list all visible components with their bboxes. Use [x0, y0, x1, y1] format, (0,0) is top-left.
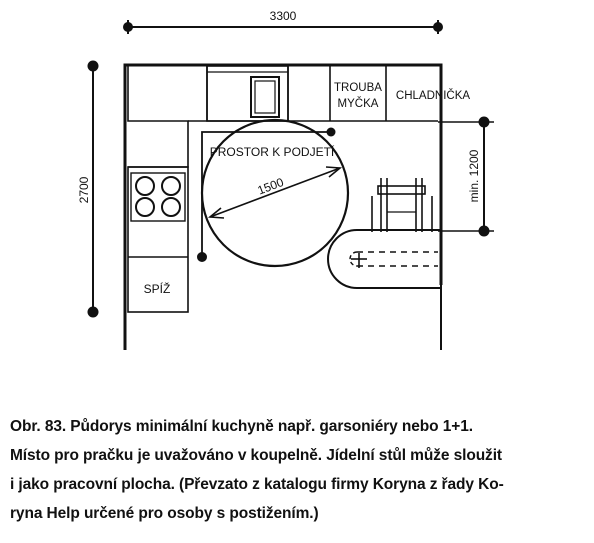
caption-line-1: Obr. 83. Půdorys minimální kuchyně např.… — [10, 418, 473, 435]
kitchen-floor-plan: 3300 2700 min. 1200 1500 TROUBA MYČKA CH… — [77, 9, 494, 350]
fridge-label: CHLADNIČKA — [396, 89, 470, 102]
dishwasher-label: MYČKA — [338, 97, 379, 110]
caption-line-4: ryna Help určené pro osoby s postižením.… — [10, 505, 319, 522]
dining-table — [327, 229, 442, 289]
figure-caption: Obr. 83. Půdorys minimální kuchyně např.… — [10, 412, 586, 528]
oven-label: TROUBA — [334, 82, 382, 94]
top-counter — [127, 66, 189, 168]
counter-edge-path — [201, 131, 331, 257]
caption-line-2: Místo pro pračku je uvažováno v koupelně… — [10, 447, 502, 464]
min-dimension-label: min. 1200 — [467, 149, 481, 202]
room-wall-outline — [123, 63, 443, 350]
cooktop — [130, 172, 186, 222]
depth-dimension-label: 2700 — [77, 176, 91, 203]
caption-line-3: i jako pracovní plocha. (Převzato z kata… — [10, 476, 504, 493]
wheelchair-icon — [371, 178, 433, 232]
access-space-label: PROSTOR K PODJETÍ — [210, 144, 335, 159]
sink — [206, 65, 289, 122]
circle-diameter-line — [209, 167, 341, 218]
turning-circle — [200, 118, 350, 268]
pantry-label: SPÍŽ — [144, 281, 171, 296]
width-dimension-label: 3300 — [270, 9, 297, 23]
left-counter — [127, 166, 189, 313]
